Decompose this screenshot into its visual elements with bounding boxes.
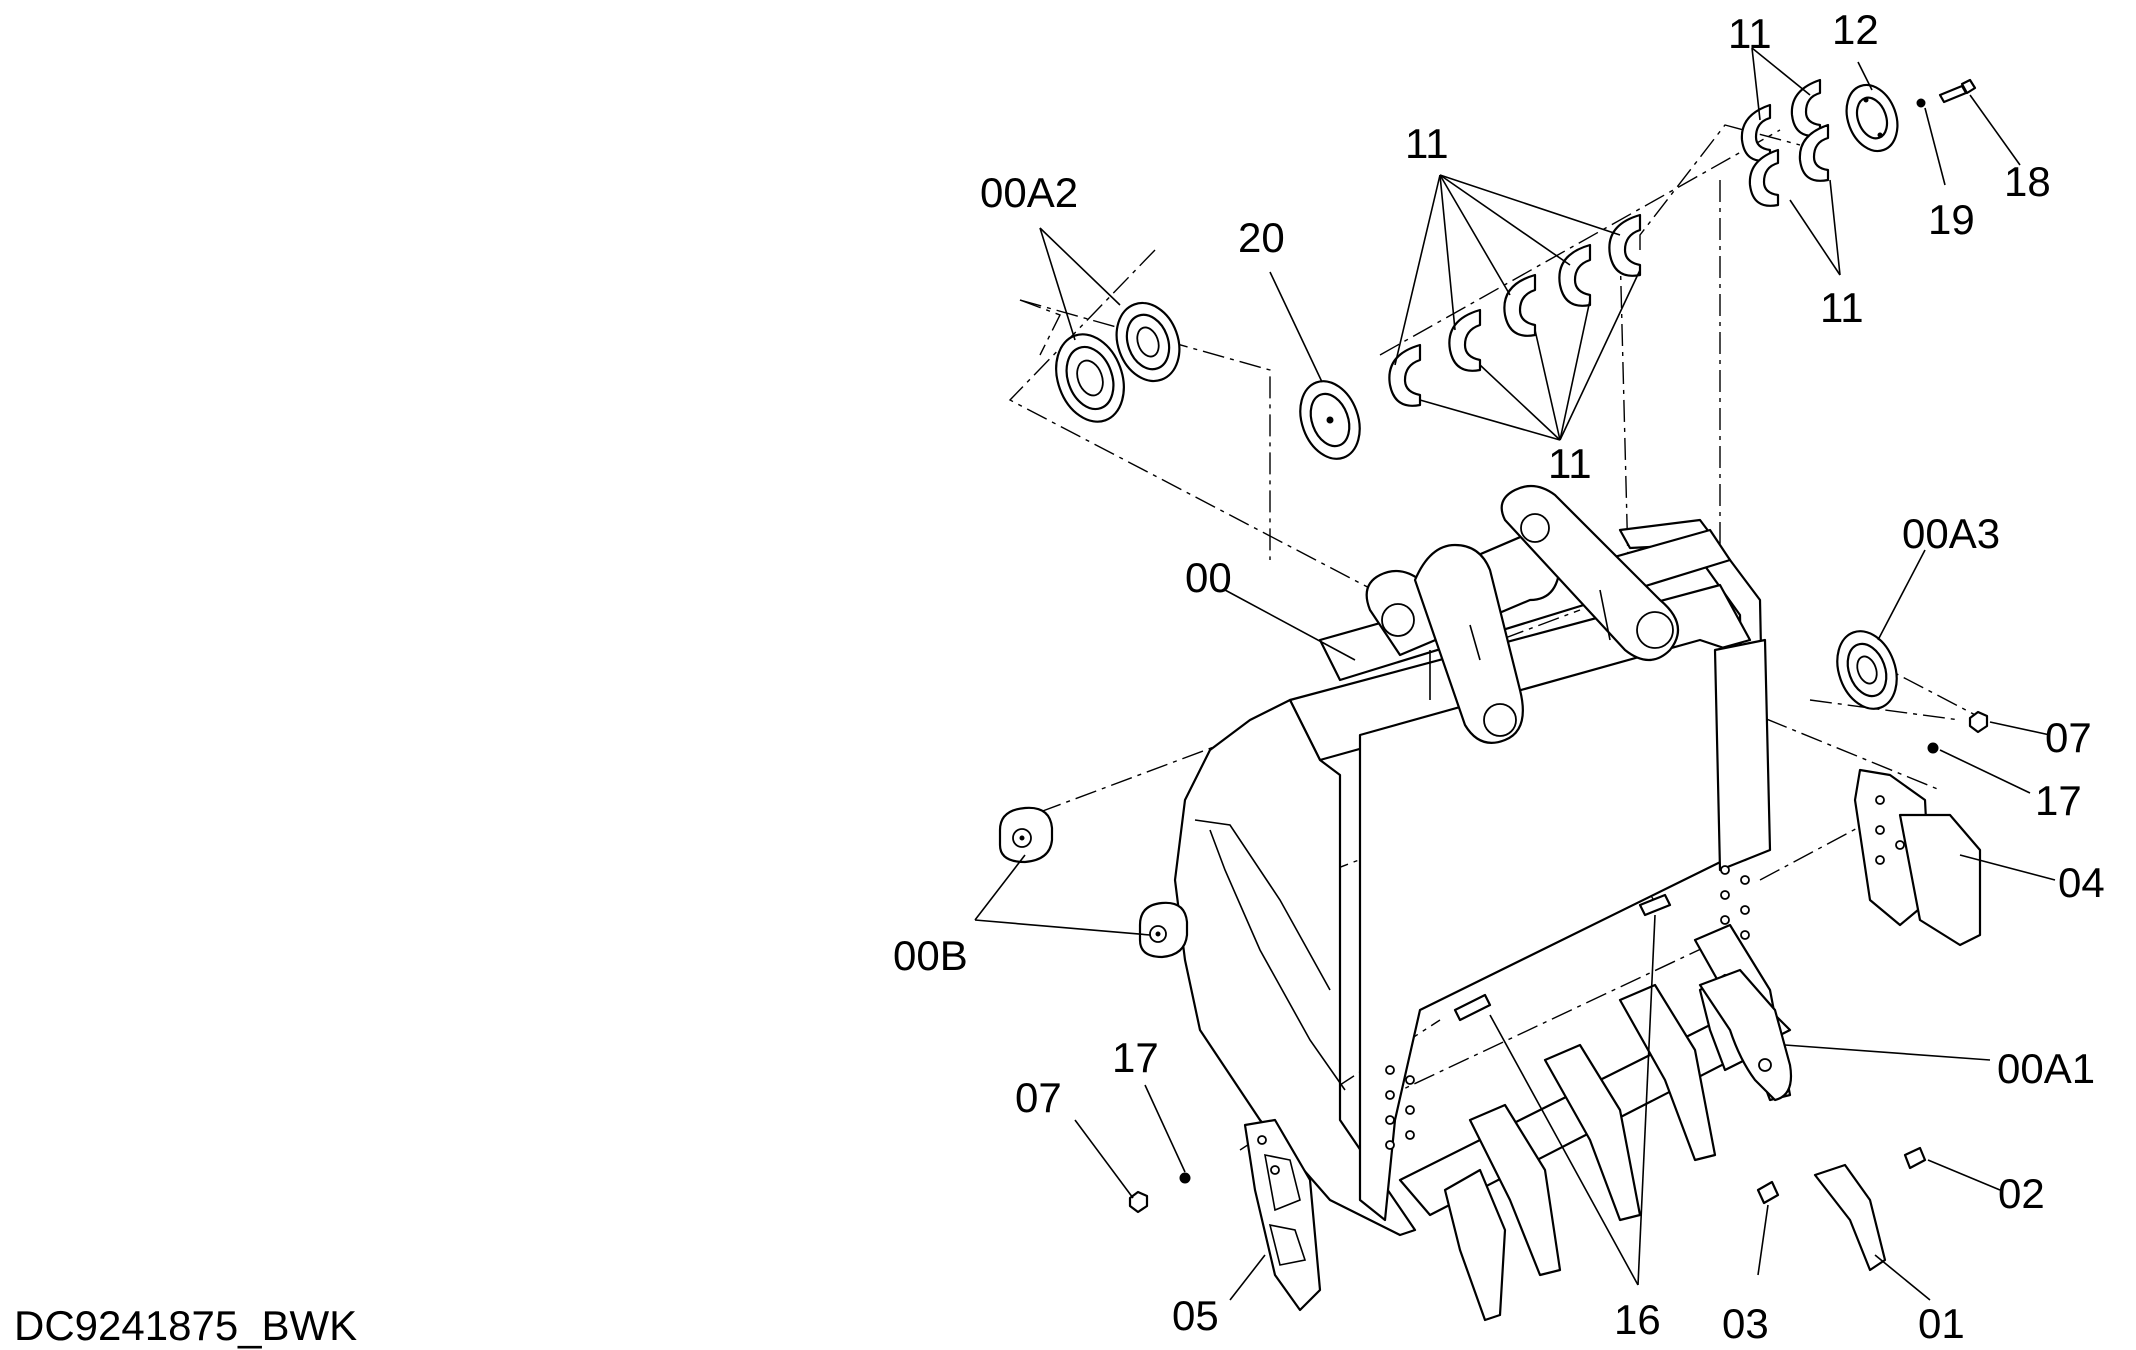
plate-20 (1299, 380, 1361, 460)
leader-lines (974, 47, 2056, 1301)
label-11-lower: 11 (1548, 440, 1592, 487)
side-cutter-05 (1243, 1118, 1322, 1312)
plate-12 (1845, 83, 1899, 153)
label-07-right: 07 (2045, 714, 2092, 761)
label-04: 04 (2058, 859, 2105, 906)
label-03: 03 (1722, 1300, 1769, 1340)
label-20: 20 (1238, 214, 1285, 261)
bucket-teeth (1443, 923, 1792, 1322)
seal-00A3 (1836, 630, 1898, 710)
label-11-upper: 11 (1728, 10, 1772, 57)
label-00: 00 (1185, 554, 1232, 601)
adapter-00A1 (1698, 968, 1793, 1102)
label-11-top: 11 (1405, 120, 1449, 167)
lock-03 (1756, 1180, 1780, 1205)
drawing-code: DC9241875_BWK (14, 1302, 358, 1349)
callout-labels: 00A2 20 11 11 11 11 12 18 19 00 00A3 07 … (893, 6, 2105, 1340)
nut-07-right (1968, 710, 1989, 734)
label-05: 05 (1172, 1292, 1219, 1339)
bushings-00A2 (1055, 301, 1181, 423)
label-19: 19 (1928, 196, 1975, 243)
boss-00B (998, 806, 1189, 959)
washer-19 (1916, 98, 1926, 108)
label-00A1: 00A1 (1997, 1045, 2095, 1092)
pin-02 (1903, 1146, 1927, 1170)
label-00B: 00B (893, 932, 968, 979)
shims-11-upper (1740, 78, 1830, 207)
bolt-holes-left (1385, 1065, 1415, 1150)
nut-07-left (1128, 1190, 1149, 1214)
side-cutter-04 (1853, 768, 1982, 947)
bucket-body (1173, 484, 1792, 1237)
label-02: 02 (1998, 1170, 2045, 1217)
label-12: 12 (1832, 6, 1879, 53)
label-07-left: 07 (1015, 1074, 1062, 1121)
label-17-left: 17 (1112, 1034, 1159, 1081)
label-01: 01 (1918, 1300, 1965, 1340)
bolt-18 (1938, 78, 1977, 104)
label-18: 18 (2004, 158, 2051, 205)
shims-11-lower (1388, 213, 1642, 407)
label-17-right: 17 (2035, 777, 2082, 824)
washer-17-left (1179, 1172, 1191, 1184)
label-16: 16 (1614, 1296, 1661, 1340)
bolt-holes-right (1720, 865, 1750, 950)
washer-17-right (1927, 742, 1939, 754)
tooth-01 (1813, 1163, 1887, 1272)
label-00A3: 00A3 (1902, 510, 2000, 557)
bolts-16 (1453, 893, 1672, 1022)
label-11-right: 11 (1820, 284, 1864, 331)
label-00A2: 00A2 (980, 169, 1078, 216)
